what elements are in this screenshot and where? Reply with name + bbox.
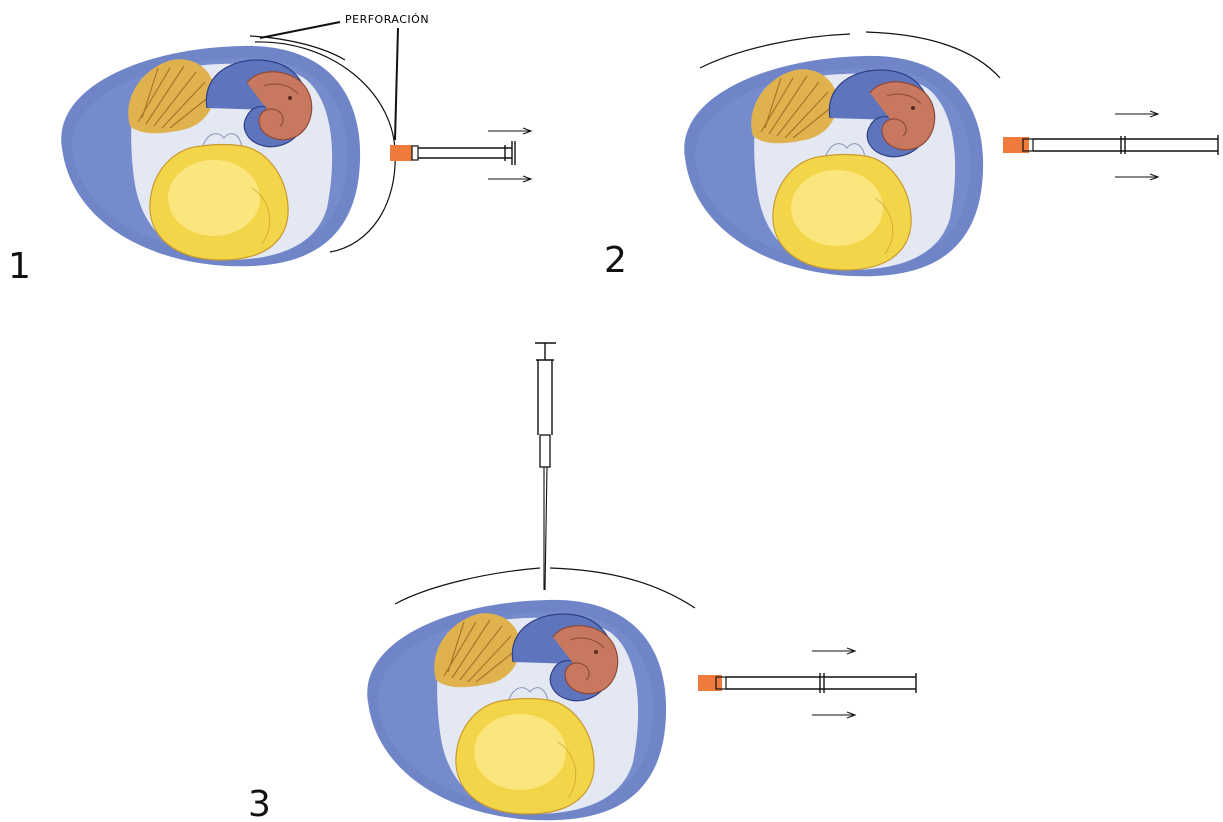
arrow-right-icon bbox=[1115, 174, 1158, 180]
syringe-icon bbox=[1003, 135, 1218, 155]
syringe-icon bbox=[535, 343, 556, 590]
panel-number: 2 bbox=[604, 240, 627, 281]
panel-1: PERFORACIÓN 1 bbox=[8, 13, 531, 287]
perforation-label: PERFORACIÓN bbox=[345, 13, 429, 26]
panel-3: 3 bbox=[248, 343, 916, 822]
syringe-icon bbox=[390, 141, 515, 165]
egg-embryo-icon bbox=[367, 600, 666, 820]
syringe-icon bbox=[698, 673, 916, 693]
arrow-right-icon bbox=[812, 712, 855, 718]
egg-embryo-icon bbox=[61, 46, 360, 266]
arrow-right-icon bbox=[812, 648, 855, 654]
arrow-right-icon bbox=[488, 176, 531, 182]
arrow-right-icon bbox=[1115, 111, 1158, 117]
perforation-leader bbox=[260, 22, 340, 38]
panel-number: 3 bbox=[248, 784, 271, 822]
panel-2: 2 bbox=[604, 32, 1218, 281]
panel-number: 1 bbox=[8, 246, 31, 287]
egg-embryo-icon bbox=[684, 56, 983, 276]
perforation-leader-2 bbox=[395, 28, 398, 140]
arrow-right-icon bbox=[488, 128, 531, 134]
shell-outline bbox=[395, 568, 540, 604]
